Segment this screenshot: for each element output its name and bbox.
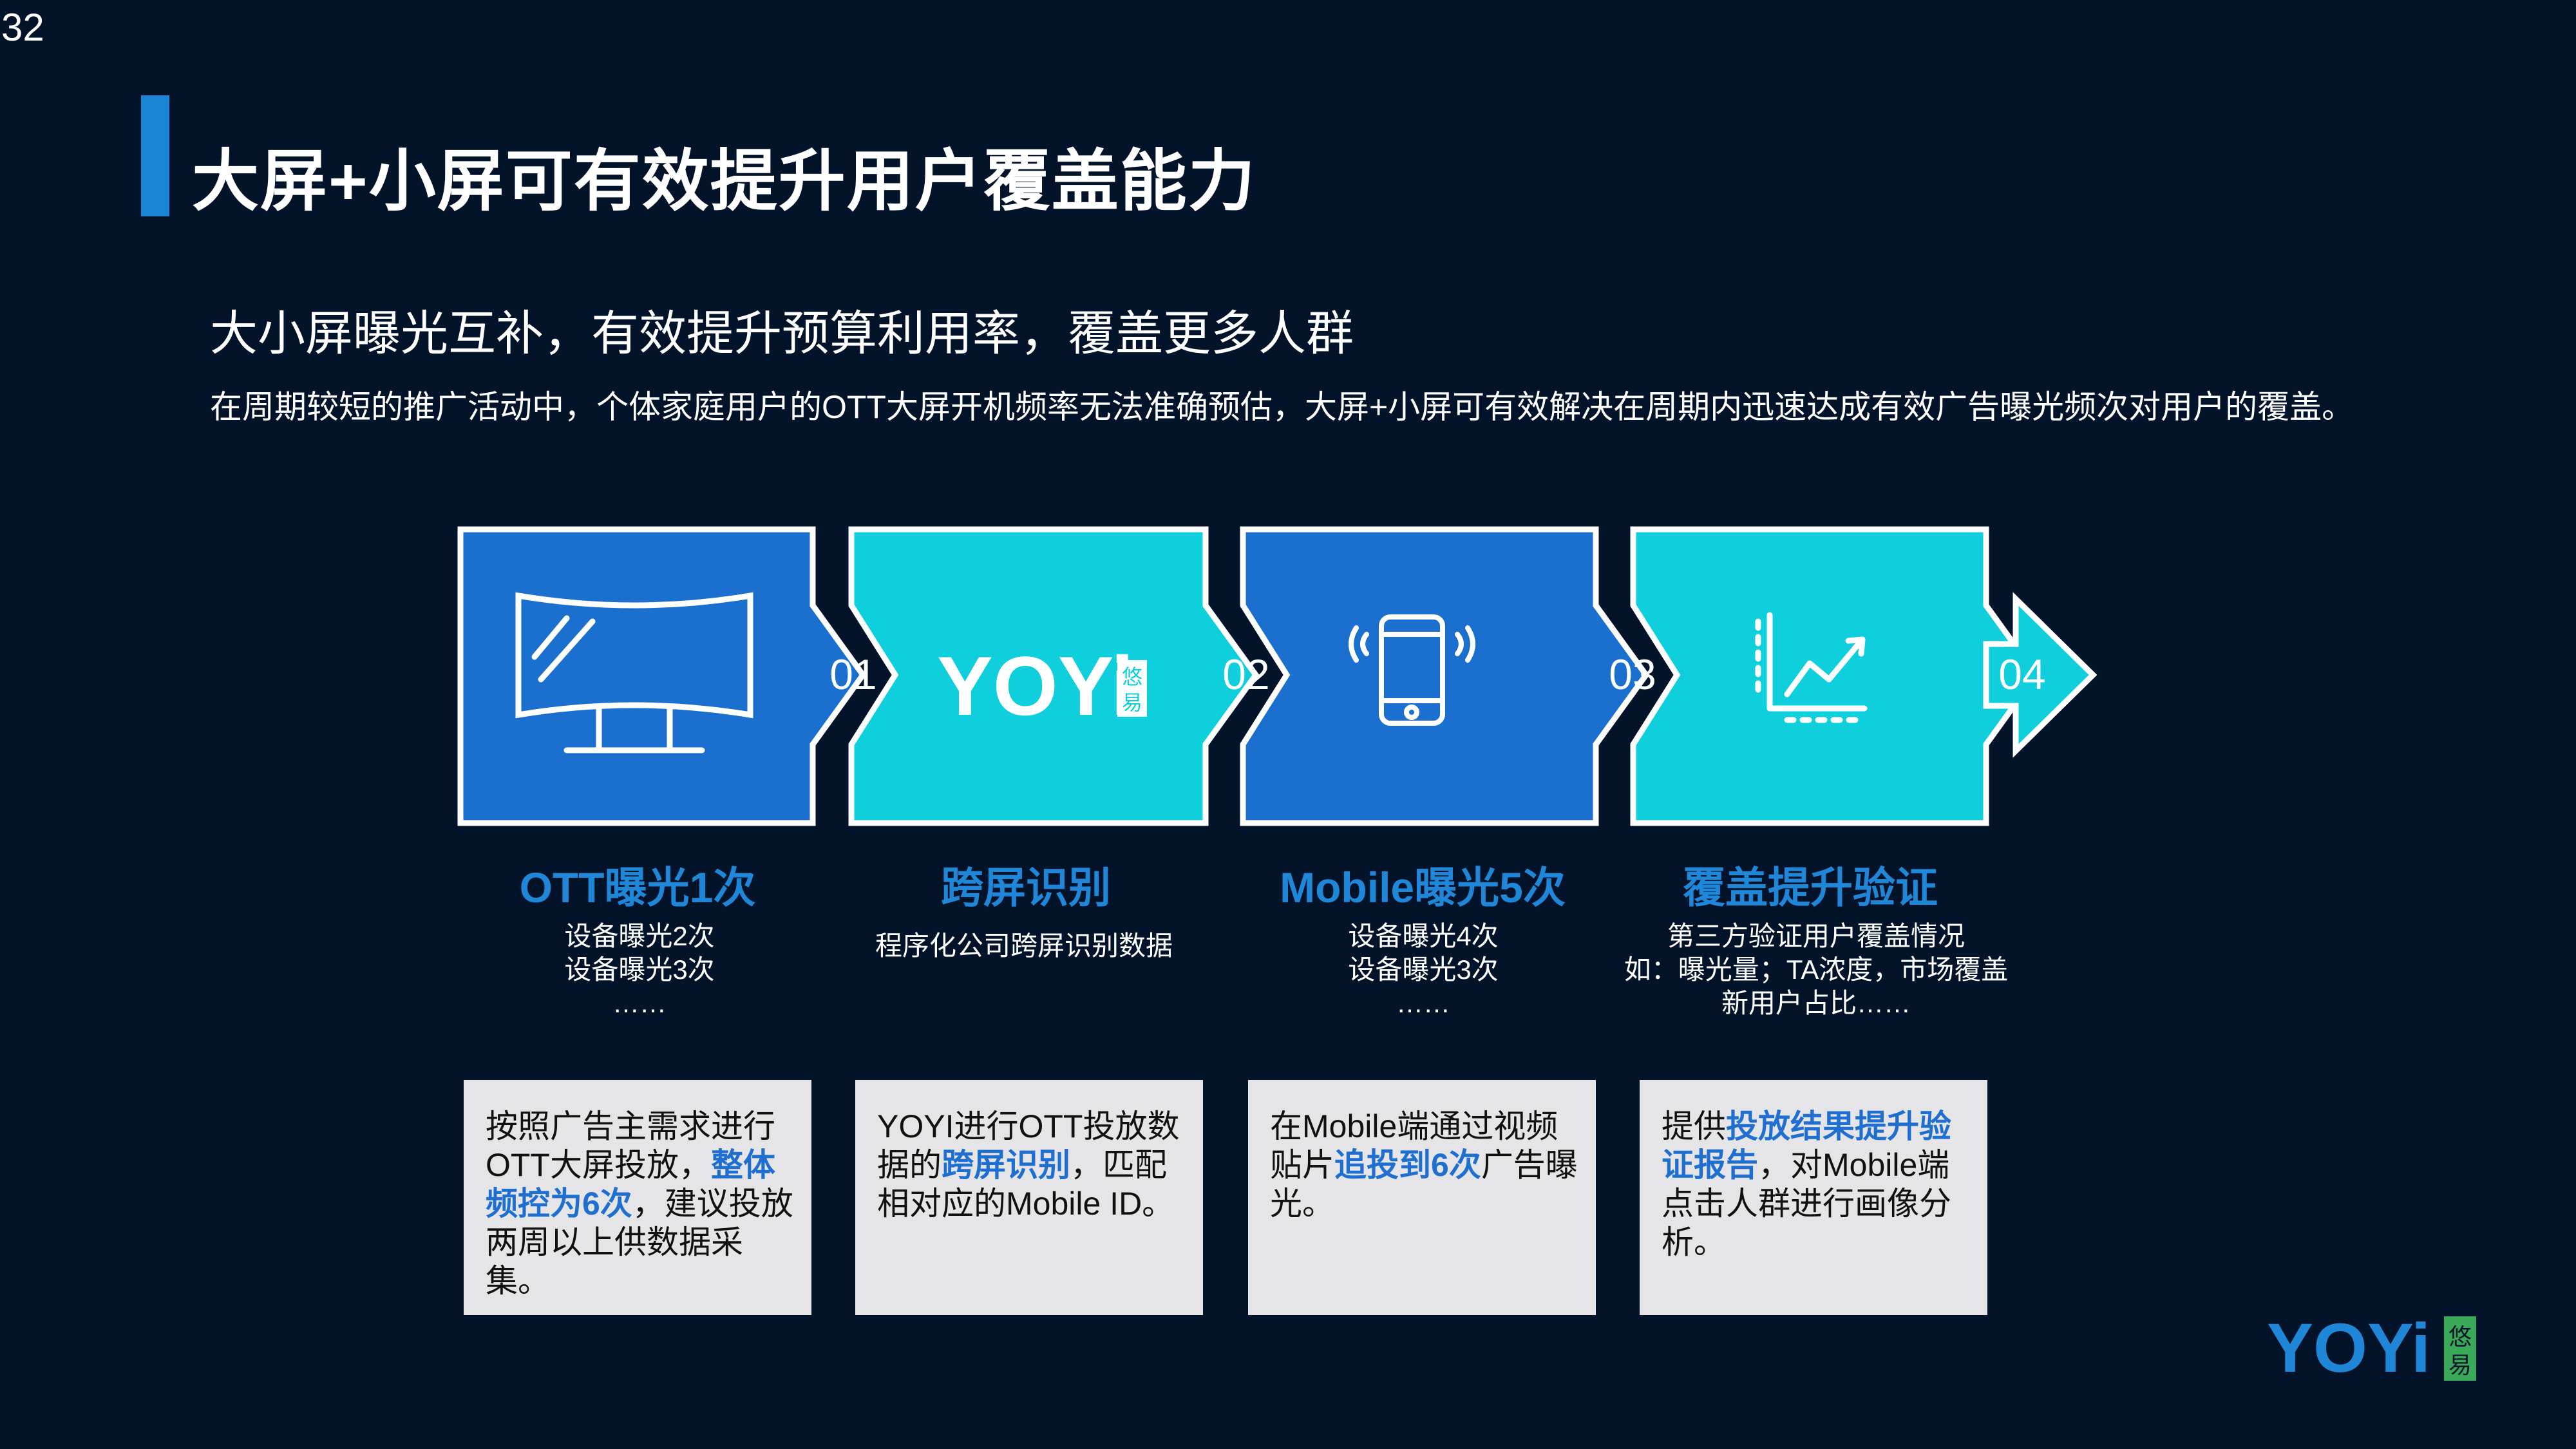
svg-text:悠: 悠 bbox=[2448, 1324, 2472, 1350]
detail-line: 第三方验证用户覆盖情况 bbox=[1667, 921, 1965, 951]
card-text: 按照广告主需求进行OTT大屏投放， bbox=[486, 1108, 775, 1183]
card-highlight: 追投到6次 bbox=[1334, 1147, 1481, 1183]
detail-line: 设备曝光3次 bbox=[564, 954, 715, 985]
card-text: ，建议投放两周以上供数据采集。 bbox=[486, 1186, 793, 1299]
detail-line: 新用户占比…… bbox=[1721, 988, 1911, 1018]
step-block-2 bbox=[848, 526, 1260, 826]
mobile-phone-icon bbox=[1349, 614, 1475, 726]
detail-line: 如：曝光量；TA浓度，市场覆盖 bbox=[1624, 954, 2009, 985]
final-arrow bbox=[1983, 592, 2098, 758]
page-title: 大屏+小屏可有效提升用户覆盖能力 bbox=[192, 144, 1256, 219]
step-card-4: 提供投放结果提升验证报告，对Mobile端点击人群进行画像分析。 bbox=[1640, 1080, 1987, 1315]
card-text: 广告曝光。 bbox=[1270, 1147, 1578, 1222]
page-number: 32 bbox=[1, 6, 44, 49]
detail-line: …… bbox=[1396, 988, 1450, 1018]
process-flow: 01 02 03 04 YOYi 悠 易 bbox=[457, 526, 2098, 826]
step-detail-3: 设备曝光4次 设备曝光3次 …… bbox=[1198, 920, 1649, 1020]
logo-text: YOYi bbox=[2267, 1314, 2430, 1385]
svg-text:易: 易 bbox=[2448, 1352, 2472, 1379]
page-description: 在周期较短的推广活动中，个体家庭用户的OTT大屏开机频率无法准确预估，大屏+小屏… bbox=[210, 389, 2354, 425]
step-label-2: 跨屏识别 bbox=[941, 864, 1111, 911]
step-number-2: 02 bbox=[1222, 650, 1269, 698]
step-label-3: Mobile曝光5次 bbox=[1280, 864, 1566, 911]
card-text: YOYI进行OTT投放数据的 bbox=[877, 1108, 1180, 1183]
step-detail-4: 第三方验证用户覆盖情况 如：曝光量；TA浓度，市场覆盖 新用户占比…… bbox=[1591, 920, 2041, 1020]
detail-line: …… bbox=[612, 988, 667, 1018]
detail-line: 设备曝光4次 bbox=[1348, 921, 1499, 951]
svg-text:YOYi: YOYi bbox=[937, 639, 1134, 733]
step-card-2: YOYI进行OTT投放数据的跨屏识别，匹配相对应的Mobile ID。 bbox=[855, 1080, 1203, 1315]
detail-line: 设备曝光2次 bbox=[564, 921, 715, 951]
step-label-1: OTT曝光1次 bbox=[519, 864, 756, 911]
step-number-3: 03 bbox=[1609, 650, 1656, 698]
step-label-4: 覆盖提升验证 bbox=[1683, 864, 1938, 911]
detail-line: 设备曝光3次 bbox=[1348, 954, 1499, 985]
card-text: ，对Mobile端点击人群进行画像分析。 bbox=[1662, 1147, 1951, 1260]
curved-tv-icon bbox=[515, 592, 753, 753]
card-highlight: 跨屏识别 bbox=[942, 1147, 1070, 1183]
logo-badge bbox=[2444, 1316, 2476, 1381]
step-number-1: 01 bbox=[829, 650, 876, 698]
step-detail-2: 程序化公司跨屏识别数据 bbox=[799, 929, 1249, 963]
step-number-4: 04 bbox=[1998, 650, 2045, 698]
title-accent-bar bbox=[141, 95, 169, 216]
step-detail-1: 设备曝光2次 设备曝光3次 …… bbox=[414, 920, 865, 1020]
card-text: 提供 bbox=[1662, 1108, 1726, 1144]
yoyi-logo-icon: YOYi 悠 易 bbox=[937, 639, 1147, 733]
step-card-3: 在Mobile端通过视频贴片追投到6次广告曝光。 bbox=[1248, 1080, 1596, 1315]
svg-text:悠: 悠 bbox=[1122, 665, 1142, 689]
page-subtitle: 大小屏曝光互补，有效提升预算利用率，覆盖更多人群 bbox=[210, 307, 1354, 360]
detail-line: 程序化公司跨屏识别数据 bbox=[875, 931, 1173, 961]
card-text: ，匹配相对应的Mobile ID。 bbox=[877, 1147, 1175, 1222]
card-highlight: 投放结果提升验证报告 bbox=[1662, 1108, 1951, 1183]
svg-text:易: 易 bbox=[1122, 690, 1142, 715]
card-text: 在Mobile端通过视频贴片 bbox=[1270, 1108, 1558, 1183]
yoyi-brand-logo: YOYi 悠 易 bbox=[2267, 1314, 2476, 1385]
step-card-1: 按照广告主需求进行OTT大屏投放，整体频控为6次，建议投放两周以上供数据采集。 bbox=[464, 1080, 811, 1315]
growth-chart-icon bbox=[1755, 612, 1868, 723]
card-highlight: 整体频控为6次 bbox=[486, 1147, 775, 1222]
